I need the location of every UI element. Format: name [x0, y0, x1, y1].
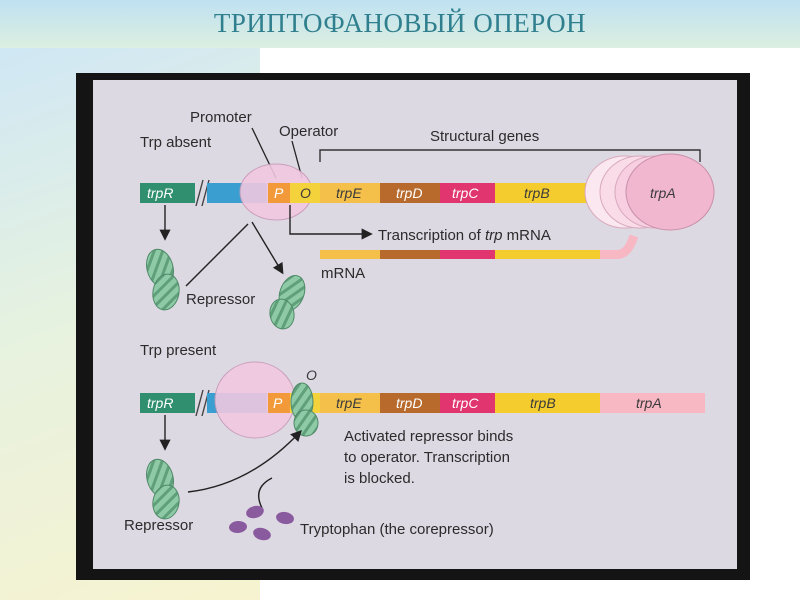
- gene-trpR-segment: [140, 183, 195, 203]
- polymerase-stack: [584, 153, 715, 231]
- inactive-repressor-protein: [269, 275, 306, 330]
- gene-trpE-segment: [320, 183, 380, 203]
- gene-trpE-label: trpE: [336, 185, 362, 201]
- repressor-protein-bottom: [146, 458, 180, 520]
- gene-trpB-label: trpB: [524, 185, 550, 201]
- gene-trpB-label-bottom: trpB: [530, 395, 556, 411]
- title-band: [0, 0, 800, 48]
- promoter-P-label: P: [274, 185, 284, 201]
- promoter-P-label-bottom: P: [273, 395, 283, 411]
- structural-genes-label: Structural genes: [430, 128, 539, 145]
- gene-trpB-segment: [495, 183, 590, 203]
- trp-present-heading: Trp present: [140, 342, 217, 359]
- gene-trpD-segment: [380, 183, 440, 203]
- gene-trpA-label: trpA: [650, 185, 676, 201]
- gene-trpD-segment-bottom: [380, 393, 440, 413]
- gene-trpR-label-bottom: trpR: [147, 395, 173, 411]
- gene-trpE-label-bottom: trpE: [336, 395, 362, 411]
- gene-trpA-segment-bottom: [600, 393, 705, 413]
- gene-trpA-label-bottom: trpA: [636, 395, 662, 411]
- promoter-label: Promoter: [190, 109, 252, 126]
- gene-trpR-segment-bottom: [140, 393, 195, 413]
- repressor-inactive-arrow: [251, 221, 284, 275]
- gene-trpC-segment-bottom: [440, 393, 495, 413]
- repressor-label-bottom: Repressor: [124, 517, 193, 534]
- operator-O-label-bottom: O: [306, 367, 317, 383]
- gene-trpD-label-bottom: trpD: [396, 395, 422, 411]
- mrna-label: mRNA: [321, 265, 365, 282]
- gene-trpD-label: trpD: [396, 185, 422, 201]
- bound-repressor-protein: [290, 382, 319, 437]
- operator-segment: [290, 183, 320, 203]
- repressor-link-line: [185, 223, 249, 287]
- operator-O-label: O: [300, 185, 311, 201]
- promoter-segment: [268, 183, 290, 203]
- dna-strand-bottom: [140, 361, 705, 439]
- tryptophan-molecules: [229, 505, 294, 541]
- gene-trpB-segment-bottom: [495, 393, 600, 413]
- blocked-note-line2: to operator. Transcription: [344, 449, 510, 466]
- transcription-arrow: [289, 205, 373, 240]
- gene-trpC-segment: [440, 183, 495, 203]
- structural-genes-bracket: [319, 149, 701, 162]
- operator-label: Operator: [279, 123, 338, 140]
- promoter-segment-bottom: [268, 393, 290, 413]
- gene-trpC-label: trpC: [452, 185, 479, 201]
- trp-absent-heading: Trp absent: [140, 134, 212, 151]
- gene-trpC-label-bottom: trpC: [452, 395, 479, 411]
- corepressor-label: Tryptophan (the corepressor): [300, 521, 494, 538]
- gene-trpR-label: trpR: [147, 185, 173, 201]
- repressor-label-top: Repressor: [186, 291, 255, 308]
- corepressor-link-line: [258, 477, 273, 509]
- blocked-note-line3: is blocked.: [344, 470, 415, 487]
- transcription-label: Transcription of trp mRNA: [378, 227, 551, 244]
- repressor-protein-top: [146, 248, 180, 311]
- mrna-strand: [320, 234, 639, 259]
- repressor-activation-arrow: [187, 429, 302, 493]
- blocked-note-line1: Activated repressor binds: [344, 428, 513, 445]
- slide-title: ТРИПТОФАНОВЫЙ ОПЕРОН: [213, 8, 587, 38]
- gene-trpE-segment-bottom: [320, 393, 380, 413]
